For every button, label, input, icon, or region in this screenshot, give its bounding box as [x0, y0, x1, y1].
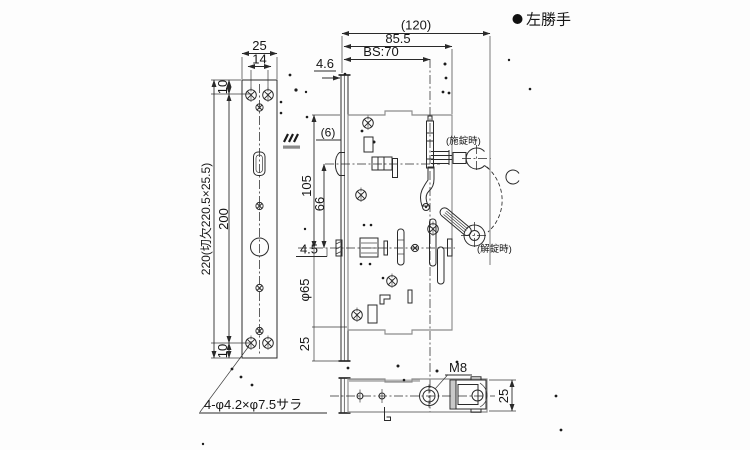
section-mark-circle: [505, 169, 520, 185]
callout-screw-spec: 4-φ4.2×φ7.5サラ: [204, 397, 302, 412]
dim-gap: (6): [321, 126, 336, 140]
thumbturn-locked: (施錠時): [431, 135, 491, 172]
dim-faceplate-thickness: 4.6: [316, 56, 334, 71]
m8-thread-hole: M8: [419, 360, 472, 408]
dim-overall-depth: (120): [401, 18, 431, 33]
maker-logo: [283, 133, 300, 149]
label-locked-position: (施錠時): [446, 135, 481, 147]
dim-hole-pitch: 200: [216, 208, 231, 230]
internal-mechanism: [334, 115, 453, 324]
front-view-dimensions: 25 14 220(切欠220.5×25.5) 10 200 10: [198, 38, 278, 359]
scan-noise-dots: [201, 58, 563, 446]
deadbolt-head-section: [335, 239, 343, 257]
link-hook: [420, 166, 435, 207]
dim-faceplate-width: 25: [252, 38, 266, 53]
hub-block: [449, 376, 488, 413]
dim-45: 4.5: [300, 242, 318, 257]
dim-case-height: 25: [496, 389, 511, 403]
deadbolt-body: [359, 237, 379, 258]
bottom-view-dimensions: 25: [489, 379, 516, 412]
dim-hole-spacing: 14: [252, 52, 266, 67]
label-unlocked-position: (解錠時): [477, 243, 512, 255]
screw-callout: 4-φ4.2×φ7.5サラ: [199, 345, 327, 414]
side-view-dimensions: (120) 85.5 BS:70 4.6 (6) 105 66 4.5 φ65 …: [296, 18, 491, 362]
thumbturn-unlocked: (解錠時): [439, 207, 512, 255]
dim-105: 105: [299, 175, 314, 197]
handing-bullet-icon: [512, 14, 523, 24]
dim-bottom-margin: 10: [215, 344, 230, 358]
dim-hole-diameter: φ65: [297, 279, 312, 302]
dim-66: 66: [312, 197, 327, 211]
thumbturn-swing-arc: [486, 166, 503, 233]
handing-note: 左勝手: [512, 12, 571, 29]
dim-top-margin: 10: [215, 80, 230, 94]
bottom-view: M8 25: [330, 360, 516, 421]
dim-case-depth: 85.5: [385, 31, 410, 46]
front-view-faceplate: 25 14 220(切欠220.5×25.5) 10 200 10 4-φ4.2…: [198, 38, 327, 414]
dim-bottom-25: 25: [297, 337, 312, 351]
dim-faceplate-height: 220(切欠220.5×25.5): [198, 163, 213, 275]
side-view-lock-case: (施錠時) (解錠時): [283, 18, 520, 412]
latch-bolt: [334, 152, 345, 176]
mounting-clip: [384, 407, 391, 421]
handing-note-text: 左勝手: [526, 12, 571, 29]
label-m8: M8: [449, 360, 467, 375]
dim-backset: BS:70: [363, 44, 398, 59]
